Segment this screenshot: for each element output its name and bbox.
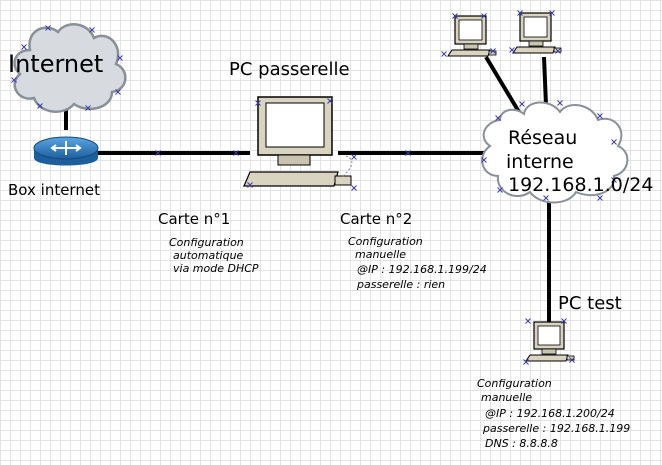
links [64,55,551,323]
link-pc2-lan [542,56,548,106]
card1-config-line: automatique [173,249,244,262]
gateway-pc-label: PC passerelle [229,59,350,80]
lan-label-line: Réseau [508,127,578,149]
card1-label: Carte n°1 [158,210,231,228]
test-pc-config-line: Configuration [477,377,552,390]
test-pc-config-line: manuelle [481,391,533,404]
test-computer-icon [525,321,575,362]
card1-config-line: via mode DHCP [173,262,259,275]
test-pc-config-line: DNS : 8.8.8.8 [485,437,558,450]
box-internet-label: Box internet [8,181,100,199]
gateway-computer-icon [243,96,353,187]
test-pc-label: PC test [558,293,622,314]
internet-label: Internet [8,50,104,78]
router-icon [33,136,99,166]
lan-cloud-icon [481,101,629,204]
test-pc-config-line: passerelle : 192.168.1.199 [483,422,631,435]
card2-config-line: manuelle [355,248,407,261]
lan-computer-icon [512,12,562,54]
card1-config-line: Configuration [169,236,244,249]
card2-label: Carte n°2 [340,210,413,228]
card2-config-line: Configuration [348,235,423,248]
card2-config-line: passerelle : rien [357,278,446,291]
lan-label-line: interne [506,151,574,173]
internet-cloud-icon [13,23,127,113]
lan-subnet-label: 192.168.1.0/24 [508,174,654,196]
card2-config-line: @IP : 192.168.1.199/24 [357,263,487,276]
lan-computer-icon [447,15,497,57]
link-pc1-lan [484,55,524,119]
test-pc-config-line: @IP : 192.168.1.200/24 [485,407,615,420]
connection-anchors [11,10,617,365]
